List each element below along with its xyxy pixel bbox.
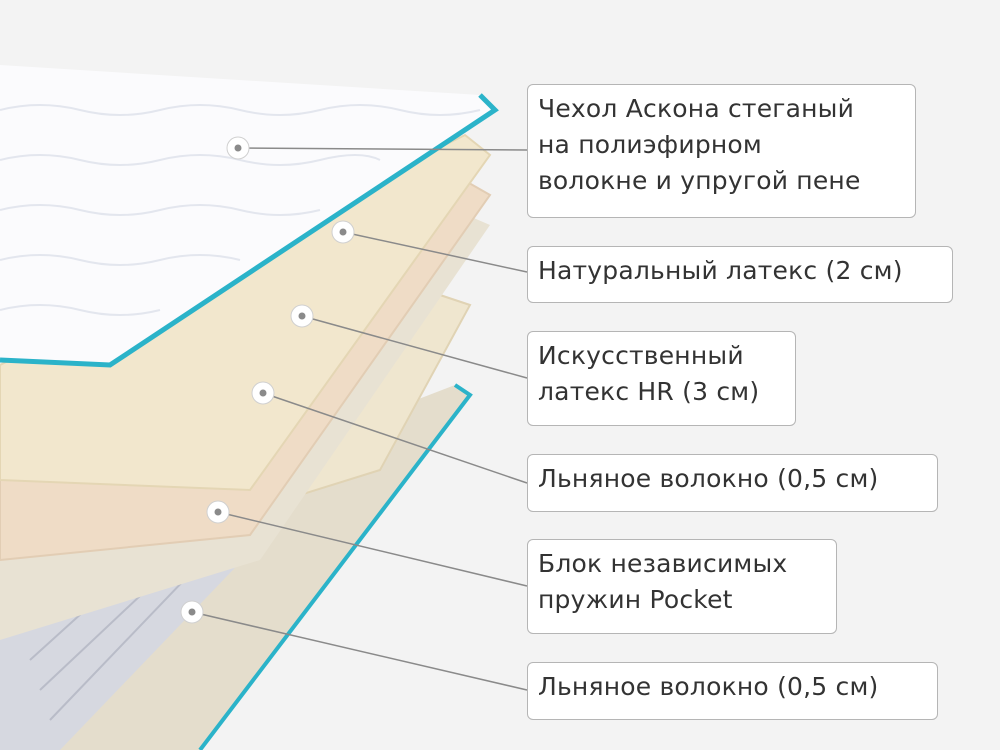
marker-dot-center-6: [188, 608, 196, 616]
bottom-flax-edge: [198, 383, 473, 750]
marker-dot-center-2: [339, 228, 347, 236]
cover-piping: [0, 93, 499, 368]
quilt-waves: [0, 104, 481, 316]
leader-line-6: [191, 611, 528, 691]
label-cover: Чехол Аскона стеганый на полиэфирном вол…: [527, 84, 916, 218]
label-flax-bottom: Льняное волокно (0,5 см): [527, 662, 938, 720]
marker-dot-center-1: [234, 144, 242, 152]
leader-line-1: [237, 147, 528, 151]
leader-line-5: [217, 511, 528, 587]
leader-line-4: [262, 392, 528, 484]
label-flax-top: Льняное волокно (0,5 см): [527, 454, 938, 512]
leader-line-3: [301, 315, 528, 379]
leader-line-2: [342, 231, 528, 273]
mattress-cover: [0, 65, 495, 365]
label-natural-latex: Натуральный латекс (2 см): [527, 246, 953, 303]
marker-dot-center-3: [298, 312, 306, 320]
marker-dot-center-5: [214, 508, 222, 516]
marker-dot-center-4: [259, 389, 267, 397]
label-pocket-springs: Блок независимых пружин Pocket: [527, 539, 837, 634]
label-hr-latex: Искусственный латекс HR (3 см): [527, 331, 796, 426]
